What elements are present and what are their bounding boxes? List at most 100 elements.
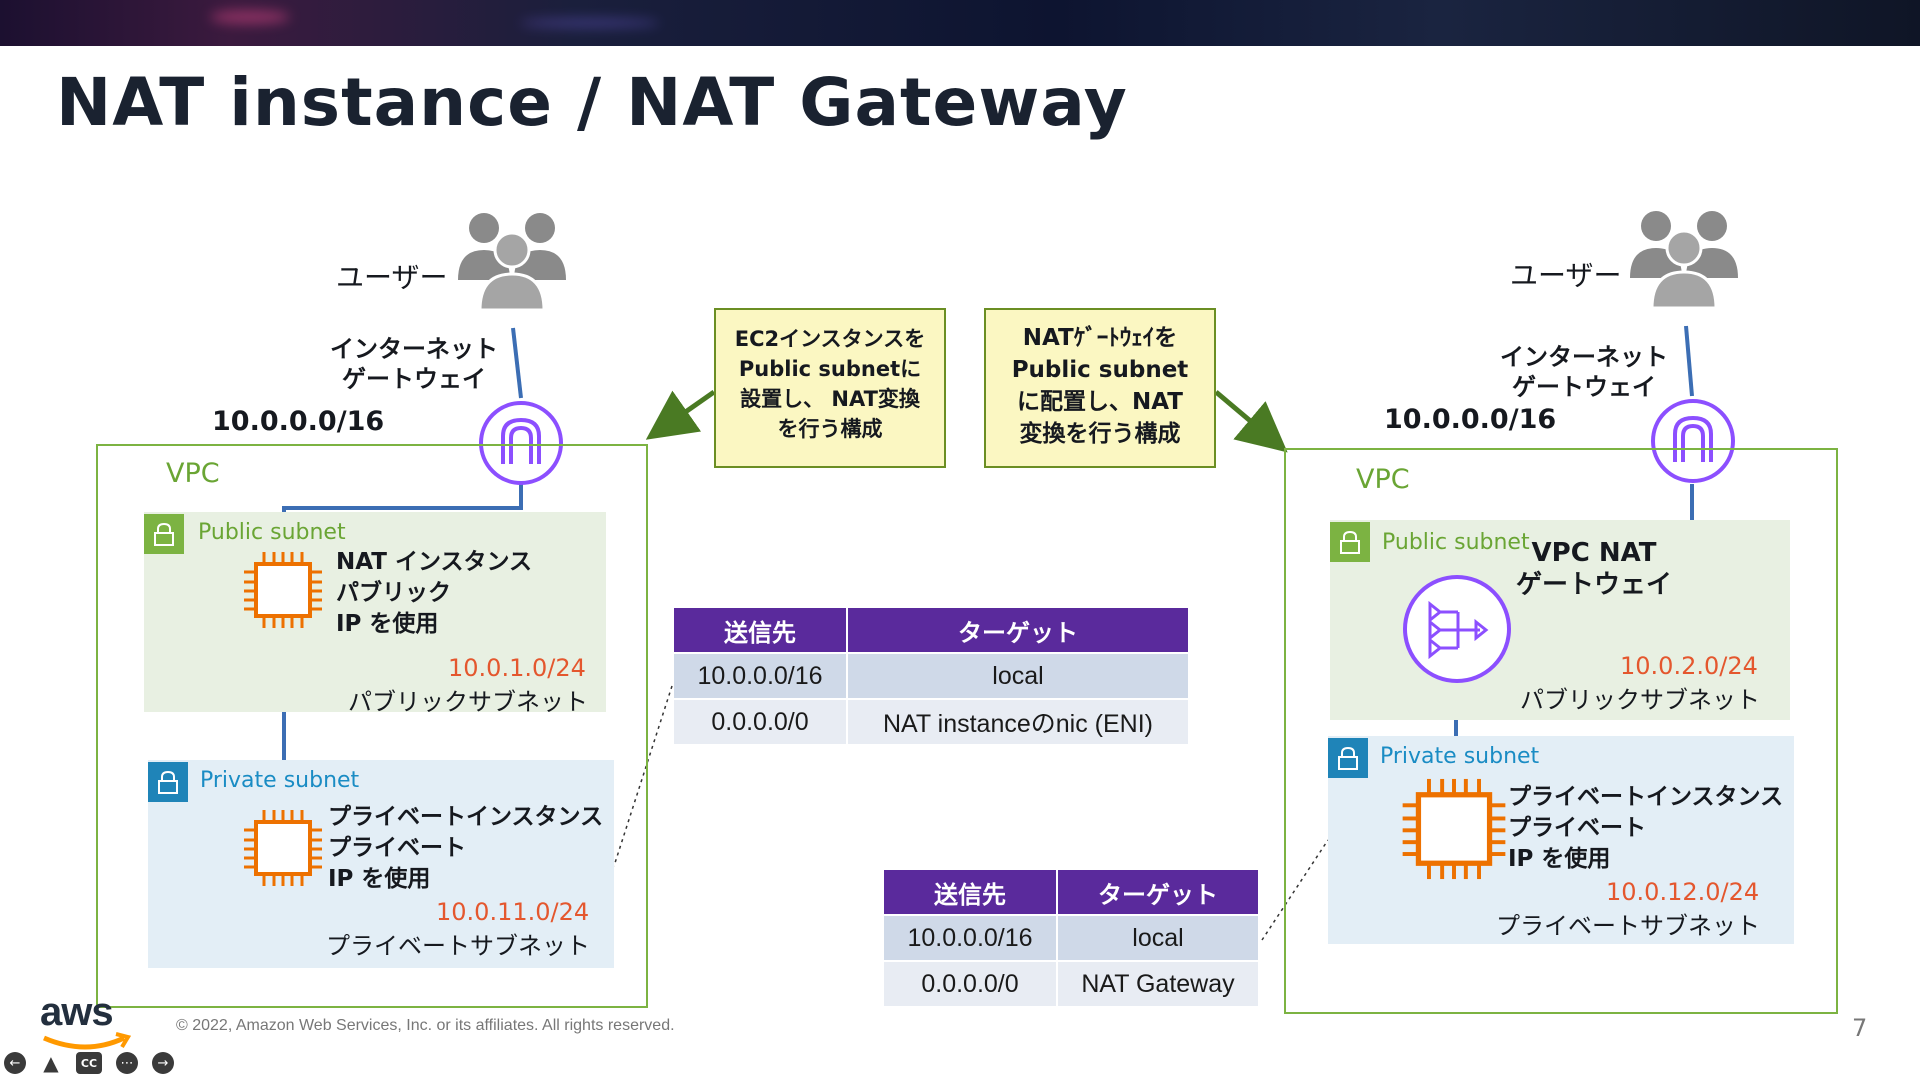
internet-gateway-icon (1651, 399, 1735, 483)
next-slide-icon[interactable]: → (152, 1052, 174, 1074)
callout-natgw-line: NATｹﾞｰﾄｳｪｲを (1022, 325, 1178, 351)
cell-destination: 10.0.0.0/16 (674, 654, 846, 698)
previous-slide-icon[interactable]: ← (4, 1052, 26, 1074)
copyright-footer: © 2022, Amazon Web Services, Inc. or its… (176, 1017, 675, 1034)
left-private-subnet-name: プライベートサブネット (326, 932, 590, 960)
nat-gateway-icon (1403, 575, 1511, 683)
callout-natgw-line: に配置し、NAT (1017, 389, 1183, 415)
table-row: 10.0.0.0/16 local (884, 916, 1258, 960)
right-igw-label: インターネット ゲートウェイ (1496, 342, 1672, 402)
callout-natgw: NATｹﾞｰﾄｳｪｲを Public subnet に配置し、NAT 変換を行う… (984, 308, 1216, 468)
left-igw-label-line1: インターネット (330, 335, 498, 363)
aws-logo-text: aws (40, 990, 114, 1034)
right-igw-label-line2: ゲートウェイ (1512, 373, 1656, 401)
left-igw-label: インターネット ゲートウェイ (326, 334, 502, 394)
right-igw-label-line1: インターネット (1500, 343, 1668, 371)
right-user-label: ユーザー (1510, 259, 1622, 292)
captions-icon[interactable]: CC (76, 1052, 102, 1074)
callout-natgw-line: Public subnet (1011, 357, 1189, 383)
callout-ec2: EC2インスタンスを Public subnetに 設置し、 NAT変換 を行う… (714, 308, 946, 468)
ec2-instance-icon (244, 810, 322, 886)
left-nat-instance-label: NAT インスタンス パブリック IP を使用 (336, 547, 532, 640)
right-private-subnet-name: プライベートサブネット (1496, 912, 1760, 940)
right-private-subnet-label: Private subnet (1380, 744, 1540, 769)
left-public-subnet-label: Public subnet (198, 520, 346, 545)
lock-icon (148, 762, 188, 802)
left-vpc-label: VPC (166, 458, 220, 489)
left-private-instance-line3: IP を使用 (328, 866, 431, 892)
users-group-icon (458, 213, 566, 310)
right-vpc-box (1284, 448, 1838, 1014)
left-private-subnet-label: Private subnet (200, 768, 360, 793)
header-destination: 送信先 (674, 608, 846, 652)
left-nat-instance-line1: NAT インスタンス (336, 549, 533, 575)
callout-ec2-line: 設置し、 NAT変換 (740, 387, 920, 411)
right-private-instance-line1: プライベートインスタンス (1508, 784, 1784, 810)
right-nat-gateway-label: VPC NAT ゲートウェイ (1516, 537, 1672, 601)
left-public-subnet-name: パブリックサブネット (348, 688, 588, 716)
left-user-label: ユーザー (336, 261, 448, 294)
table2-leader (1261, 839, 1329, 941)
callout-natgw-arrow (1214, 390, 1288, 453)
right-public-subnet-name: パブリックサブネット (1520, 686, 1760, 714)
aws-logo: aws (40, 990, 132, 1050)
left-private-cidr: 10.0.11.0/24 (436, 898, 590, 926)
right-public-subnet-label: Public subnet (1382, 530, 1530, 555)
cell-destination: 10.0.0.0/16 (884, 916, 1056, 960)
right-private-instance-line2: プライベート (1508, 815, 1646, 841)
cell-destination: 0.0.0.0/0 (674, 700, 846, 744)
cell-destination: 0.0.0.0/0 (884, 962, 1056, 1006)
callout-ec2-line: を行う構成 (777, 417, 883, 441)
route-table-nat-instance: 送信先 ターゲット 10.0.0.0/16 local 0.0.0.0/0 NA… (672, 606, 1190, 746)
table-header-row: 送信先 ターゲット (884, 870, 1258, 914)
callout-ec2-line: EC2インスタンスを (734, 327, 926, 351)
table-row: 10.0.0.0/16 local (674, 654, 1188, 698)
cell-target: NAT instanceのnic (ENI) (848, 700, 1188, 744)
right-user-igw-link (1684, 325, 1694, 397)
right-private-subnet (1328, 736, 1794, 944)
header-band (0, 0, 1920, 46)
right-nat-gateway-line1: VPC NAT (1531, 538, 1657, 568)
callout-ec2-arrow (645, 389, 716, 440)
left-user-igw-link (511, 327, 523, 399)
right-vpc-cidr: 10.0.0.0/16 (1384, 404, 1557, 435)
ec2-instance-icon (1402, 778, 1506, 880)
route-table-nat-gateway: 送信先 ターゲット 10.0.0.0/16 local 0.0.0.0/0 NA… (882, 868, 1260, 1008)
aws-smile-icon (43, 1032, 132, 1050)
left-public-cidr: 10.0.1.0/24 (448, 654, 586, 682)
users-group-icon (1630, 211, 1738, 308)
lock-icon (144, 514, 184, 554)
lock-icon (1328, 738, 1368, 778)
left-private-instance-line2: プライベート (328, 835, 466, 861)
right-nat-gateway-line2: ゲートウェイ (1516, 570, 1673, 600)
callout-ec2-line: Public subnetに (738, 357, 922, 381)
left-igw-label-line2: ゲートウェイ (342, 365, 486, 393)
left-vpc-box (96, 444, 648, 1008)
page-title: NAT instance / NAT Gateway (56, 64, 1128, 141)
table-header-row: 送信先 ターゲット (674, 608, 1188, 652)
left-private-instance-label: プライベートインスタンス プライベート IP を使用 (328, 802, 603, 895)
header-target: ターゲット (848, 608, 1188, 652)
header-target: ターゲット (1058, 870, 1258, 914)
cell-target: local (848, 654, 1188, 698)
more-options-icon[interactable]: ⋯ (116, 1052, 138, 1074)
player-controls: ← ▲ CC ⋯ → (4, 1051, 174, 1075)
pointer-tool-icon[interactable]: ▲ (43, 1051, 59, 1075)
cell-target: local (1058, 916, 1258, 960)
header-destination: 送信先 (884, 870, 1056, 914)
page-number: 7 (1852, 1014, 1868, 1042)
ec2-instance-icon (244, 552, 322, 628)
lock-icon (1330, 522, 1370, 562)
left-nat-instance-line2: パブリック (336, 580, 451, 606)
right-private-instance-label: プライベートインスタンス プライベート IP を使用 (1508, 782, 1783, 875)
right-vpc-label: VPC (1356, 464, 1410, 495)
left-vpc-cidr: 10.0.0.0/16 (212, 406, 385, 437)
right-public-cidr: 10.0.2.0/24 (1620, 652, 1758, 680)
internet-gateway-icon (479, 401, 563, 485)
table-row: 0.0.0.0/0 NAT instanceのnic (ENI) (674, 700, 1188, 744)
right-private-instance-line3: IP を使用 (1508, 846, 1611, 872)
left-public-subnet (144, 512, 606, 712)
right-private-cidr: 10.0.12.0/24 (1606, 878, 1760, 906)
left-nat-instance-line3: IP を使用 (336, 611, 439, 637)
left-private-subnet (148, 760, 614, 968)
